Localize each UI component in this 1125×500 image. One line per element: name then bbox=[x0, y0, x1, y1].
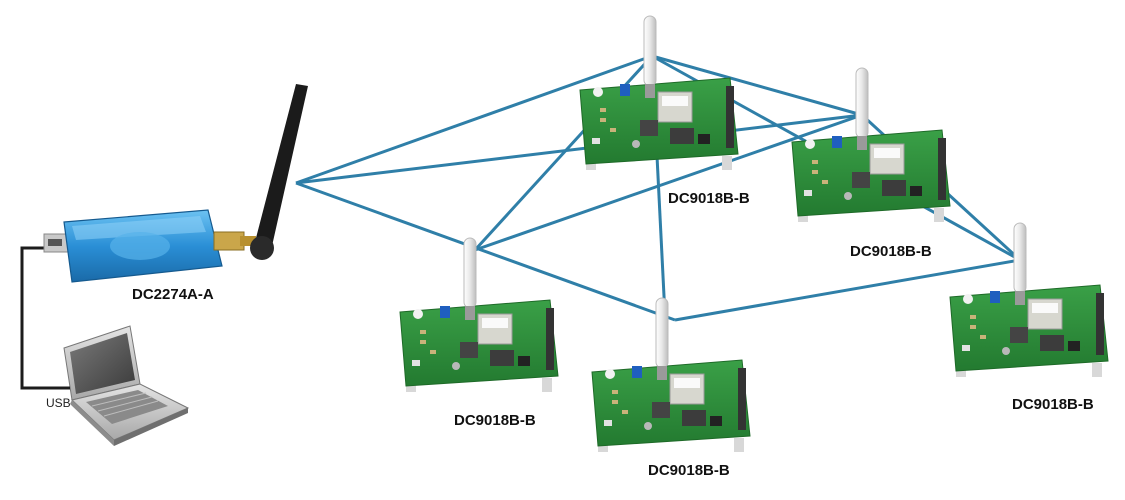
mote-label-left: DC9018B-B bbox=[454, 412, 536, 429]
link-gateway-left bbox=[295, 181, 676, 322]
mote-label-far-right: DC9018B-B bbox=[1012, 396, 1094, 413]
link-gateway-top bbox=[295, 54, 653, 185]
link-upper-right-left bbox=[474, 113, 863, 252]
mote-label-bottom-center: DC9018B-B bbox=[648, 462, 730, 479]
usb-cable bbox=[20, 246, 70, 390]
mote-board-bottom-center bbox=[591, 297, 751, 453]
mote-board-left bbox=[399, 237, 559, 393]
mote-label-upper-right: DC9018B-B bbox=[850, 243, 932, 260]
usb-cable-label: USB bbox=[46, 396, 71, 410]
gateway-label: DC2274A-A bbox=[132, 286, 214, 303]
mote-board-top bbox=[579, 15, 739, 171]
link-bottom-far-right bbox=[674, 258, 1021, 322]
link-gateway-upper-right bbox=[295, 113, 863, 185]
mote-board-upper-right bbox=[791, 67, 951, 223]
mote-board-far-right bbox=[949, 222, 1109, 378]
usb-gateway-icon bbox=[43, 84, 308, 283]
laptop-icon bbox=[63, 325, 190, 446]
link-top-upper-right bbox=[651, 54, 863, 117]
mote-label-top: DC9018B-B bbox=[668, 190, 750, 207]
